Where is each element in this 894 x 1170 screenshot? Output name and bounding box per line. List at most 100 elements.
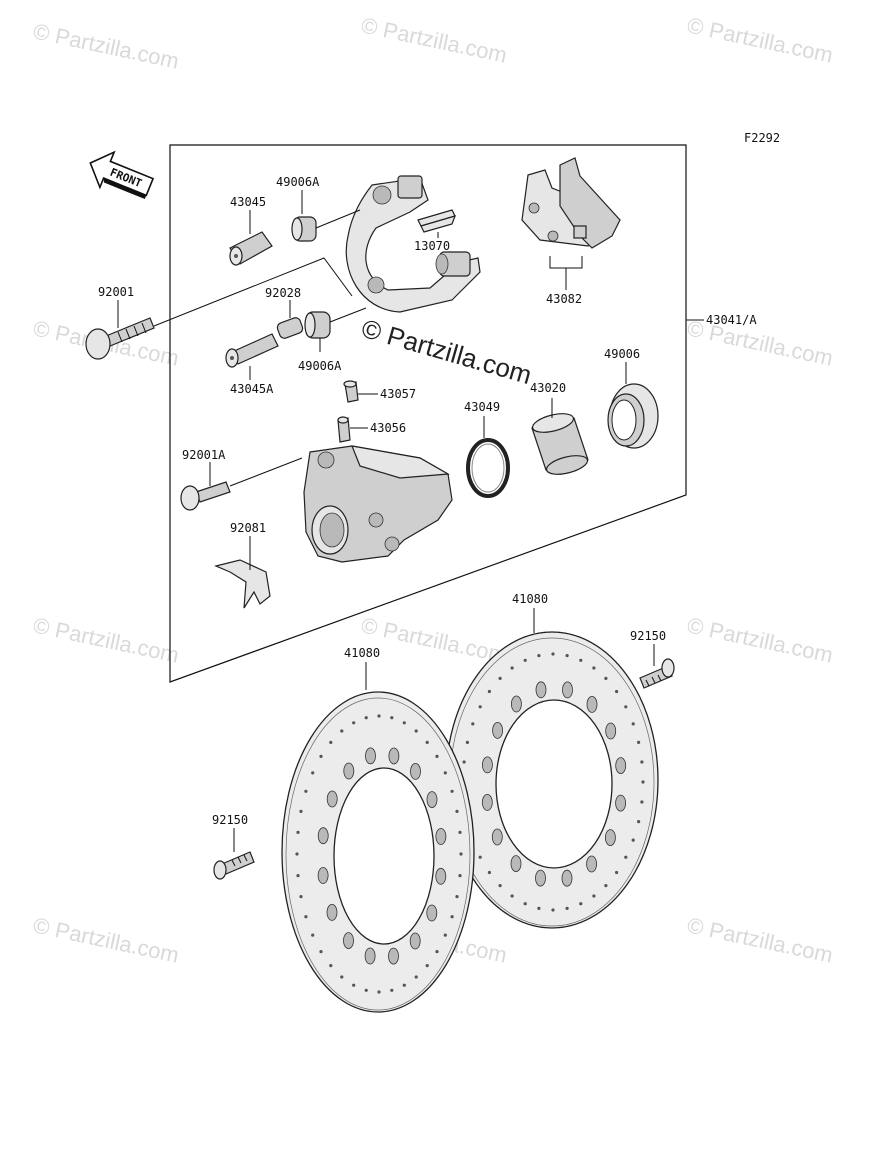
- caliper-body: [303, 445, 453, 563]
- disc-hole: [605, 722, 617, 740]
- disc-hole: [414, 975, 418, 979]
- disc-hole: [296, 874, 300, 878]
- disc-hole: [311, 771, 315, 775]
- part-label-49006: 49006: [604, 347, 640, 361]
- part-label-43049: 43049: [464, 400, 500, 414]
- watermark: © Partzilla.com: [31, 612, 181, 667]
- disc-hole: [615, 870, 619, 875]
- disc-hole: [458, 874, 462, 878]
- disc-hole: [319, 950, 323, 954]
- disc-hole: [329, 740, 333, 745]
- disc-hole: [377, 714, 381, 718]
- disc-hole: [319, 754, 323, 759]
- disc-hole: [329, 964, 333, 968]
- watermark: © Partzilla.com: [685, 612, 835, 667]
- front-arrow-icon: FRONT: [89, 150, 155, 200]
- disc-hole: [631, 722, 635, 726]
- part-label-49006A-bottom: 49006A: [298, 359, 342, 373]
- disc-hole: [326, 790, 338, 808]
- part-label-41080-left: 41080: [344, 646, 380, 660]
- disc-hole: [443, 933, 447, 937]
- disc-hole: [481, 756, 493, 774]
- disc-hole: [410, 763, 421, 780]
- watermark: © Partzilla.com: [685, 912, 835, 967]
- disc-hole: [471, 722, 475, 726]
- caliper-assembly-frame: [169, 144, 687, 683]
- disc-hole: [414, 729, 418, 733]
- disc-hole: [296, 830, 300, 835]
- disc-hole: [343, 932, 354, 949]
- part-label-43082: 43082: [546, 292, 582, 306]
- slide-pin-a: [225, 333, 279, 368]
- center-watermark: © Partzilla.com: [358, 313, 535, 390]
- part-label-92081: 92081: [230, 521, 266, 535]
- disc-hole: [340, 975, 344, 979]
- disc-hole: [352, 721, 356, 725]
- piston: [531, 413, 589, 475]
- disc-hole: [624, 855, 628, 859]
- disc-hole: [425, 964, 429, 968]
- disc-hole: [523, 902, 527, 906]
- disc-hole: [425, 740, 429, 745]
- disc-hole: [450, 789, 454, 793]
- disc-hole: [352, 983, 356, 987]
- disc-hole: [426, 791, 438, 808]
- disc-hole: [364, 716, 368, 720]
- disc-hole: [304, 915, 308, 919]
- diagram-code: F2292: [744, 131, 780, 145]
- disc-hole: [579, 658, 583, 662]
- disc-hole: [510, 855, 522, 872]
- part-label-41080-right: 41080: [512, 592, 548, 606]
- part-label-92150-right: 92150: [630, 629, 666, 643]
- watermark: © Partzilla.com: [685, 12, 835, 67]
- disc-hole: [592, 894, 596, 898]
- pin-boot-bottom: [304, 311, 331, 339]
- disc-hole: [409, 932, 421, 950]
- caliper-bracket: [345, 175, 481, 313]
- watermark: © Partzilla.com: [31, 18, 181, 73]
- disc-hole: [586, 696, 598, 713]
- disc-hole: [565, 654, 569, 658]
- pin-boot-top: [291, 216, 317, 242]
- part-label-49006A-top: 49006A: [276, 175, 320, 189]
- disc-hole: [510, 894, 514, 898]
- disc-hole: [637, 820, 641, 824]
- disc-hole: [343, 762, 355, 780]
- disc-hole: [565, 906, 569, 911]
- disc-hole: [299, 809, 303, 814]
- disc-hole: [615, 757, 627, 774]
- brake-pads: [521, 157, 621, 249]
- disc-hole: [586, 855, 597, 873]
- disc-hole: [435, 867, 447, 885]
- mounting-bolt: [85, 317, 155, 360]
- disc-hole: [299, 895, 303, 899]
- disc-hole: [377, 990, 381, 994]
- disc-hole: [455, 895, 459, 899]
- disc-hole: [641, 780, 645, 784]
- disc-hole: [592, 666, 596, 670]
- part-label-92001: 92001: [98, 285, 134, 299]
- disc-hole: [510, 666, 514, 670]
- disc-hole: [604, 884, 608, 888]
- disc-hole: [551, 908, 555, 912]
- dust-seal: [607, 383, 659, 449]
- disc-hole: [443, 771, 447, 775]
- disc-hole: [491, 828, 503, 846]
- disc-hole: [317, 867, 329, 884]
- disc-hole: [435, 754, 439, 759]
- disc-hole: [340, 729, 344, 733]
- disc-hole: [487, 689, 491, 694]
- disc-hole: [402, 983, 406, 987]
- brake-disc-right: [445, 631, 659, 929]
- disc-hole: [481, 794, 493, 811]
- disc-hole: [478, 855, 482, 859]
- disc-hole: [624, 705, 628, 709]
- part-label-43041A: 43041/A: [706, 313, 757, 327]
- disc-hole: [388, 947, 399, 965]
- part-label-43056: 43056: [370, 421, 406, 435]
- disc-hole: [458, 830, 462, 835]
- disc-hole: [465, 740, 469, 745]
- disc-hole: [579, 902, 583, 906]
- disc-hole: [455, 809, 459, 814]
